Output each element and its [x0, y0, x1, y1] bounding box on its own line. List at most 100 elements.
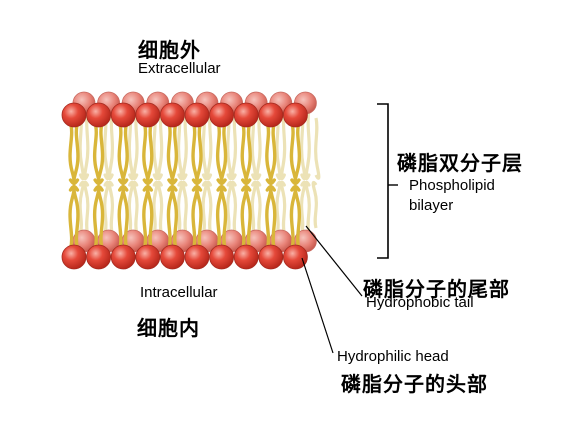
front-upper-head-2 [110, 102, 136, 128]
front-lower-head-8 [258, 244, 284, 270]
front-upper-head-8 [258, 102, 284, 128]
front-lower-head-3 [135, 244, 161, 270]
front-lower-tail-b-9 [293, 184, 302, 251]
back-upper-tail-a-4 [176, 109, 184, 181]
front-lower-tail-a-6 [215, 184, 224, 251]
head-chinese-label: 磷脂分子的头部 [341, 372, 488, 396]
front-lower-tail-a-7 [240, 184, 249, 251]
front-upper-tail-a-6 [215, 121, 224, 185]
front-lower-head-0 [61, 244, 87, 270]
front-lower-tail-b-2 [121, 184, 129, 251]
front-upper-head-9 [282, 102, 308, 128]
back-lower-tail-a-9 [299, 180, 307, 235]
bilayer-bracket [377, 103, 389, 259]
front-lower-tail-b-1 [96, 184, 105, 251]
back-upper-tail-b-4 [181, 109, 188, 181]
front-upper-head-3 [135, 102, 161, 128]
back-lower-tail-a-3 [152, 180, 159, 235]
front-lower-tail-b-0 [72, 184, 80, 251]
back-upper-tail-b-1 [107, 109, 115, 181]
front-upper-head-0 [61, 102, 87, 128]
leader-lines [301, 103, 398, 354]
front-lower-head-6 [209, 244, 235, 270]
extracellular-label: Extracellular [138, 60, 221, 77]
back-upper-tail-a-5 [201, 109, 208, 181]
front-lower-head-4 [159, 244, 185, 270]
front-layer-molecules [61, 102, 308, 270]
front-lower-head-5 [184, 244, 210, 270]
back-upper-tail-a-8 [275, 109, 282, 181]
front-upper-tail-a-5 [191, 121, 199, 185]
back-lower-tail-b-6 [230, 180, 238, 235]
back-upper-tail-b-6 [230, 109, 238, 181]
front-upper-tail-b-9 [293, 121, 302, 185]
back-upper-tail-a-7 [250, 109, 258, 181]
front-upper-head-6 [209, 102, 235, 128]
back-lower-tail-b-8 [279, 180, 287, 235]
head-leader-line [301, 257, 334, 354]
front-upper-tail-a-7 [240, 121, 249, 185]
front-upper-tail-a-2 [117, 121, 126, 185]
front-upper-head-4 [159, 102, 185, 128]
front-lower-tail-b-5 [195, 184, 203, 251]
back-lower-tail-a-1 [103, 180, 110, 235]
front-upper-tail-b-2 [121, 121, 129, 185]
front-lower-head-7 [233, 244, 259, 270]
edge-tail-upper [314, 117, 321, 180]
back-upper-tail-a-9 [299, 109, 307, 181]
extracellular-chinese-label: 细胞外 [138, 38, 201, 62]
back-lower-tail-a-4 [176, 180, 184, 235]
front-lower-tail-a-5 [191, 184, 199, 251]
front-upper-tail-a-1 [92, 121, 101, 185]
back-upper-tail-b-8 [279, 109, 287, 181]
back-lower-tail-b-1 [107, 180, 115, 235]
front-upper-tail-b-5 [195, 121, 203, 185]
edge-tail-lower [311, 180, 318, 229]
front-upper-tail-a-4 [166, 121, 175, 185]
front-upper-tail-a-0 [68, 121, 76, 185]
back-lower-tail-b-7 [255, 180, 262, 235]
front-lower-tail-b-7 [244, 184, 252, 251]
intracellular-label: Intracellular [140, 284, 218, 301]
back-lower-tail-b-5 [206, 180, 213, 235]
front-lower-tail-a-4 [166, 184, 175, 251]
front-lower-tail-a-3 [142, 184, 150, 251]
back-lower-tail-a-0 [78, 180, 85, 235]
back-upper-tail-b-9 [304, 109, 311, 181]
tail-chinese-label: 磷脂分子的尾部 [363, 277, 510, 301]
back-lower-tail-b-0 [83, 180, 90, 235]
front-lower-tail-a-0 [68, 184, 76, 251]
back-upper-tail-b-5 [206, 109, 213, 181]
front-upper-tail-b-6 [219, 121, 228, 185]
back-lower-tail-a-7 [250, 180, 258, 235]
back-upper-tail-a-0 [78, 109, 85, 181]
front-upper-tail-b-7 [244, 121, 252, 185]
front-upper-tail-b-0 [72, 121, 80, 185]
front-upper-head-7 [233, 102, 259, 128]
back-lower-tail-b-9 [304, 180, 311, 235]
back-lower-tail-b-3 [156, 180, 164, 235]
back-upper-tail-b-3 [156, 109, 164, 181]
front-lower-tail-a-9 [289, 184, 298, 251]
front-lower-tail-a-2 [117, 184, 126, 251]
front-upper-tail-b-1 [96, 121, 105, 185]
front-upper-tail-b-8 [268, 121, 277, 185]
back-upper-tail-a-6 [226, 109, 233, 181]
front-lower-head-2 [110, 244, 136, 270]
front-upper-tail-a-8 [265, 121, 273, 185]
head-label: Hydrophilic head [337, 348, 449, 365]
front-lower-tail-b-3 [145, 184, 154, 251]
back-upper-tail-b-0 [83, 109, 90, 181]
front-lower-head-1 [86, 244, 111, 270]
front-upper-head-1 [86, 102, 111, 128]
front-lower-tail-b-4 [170, 184, 179, 251]
front-lower-tail-a-8 [265, 184, 273, 251]
back-lower-tail-a-2 [127, 180, 135, 235]
front-lower-tail-a-1 [92, 184, 101, 251]
tail-leader-line [305, 225, 363, 297]
bilayer-label-line2: bilayer [409, 197, 454, 214]
front-lower-tail-b-6 [219, 184, 228, 251]
back-lower-tail-a-6 [226, 180, 233, 235]
back-upper-tail-a-2 [127, 109, 135, 181]
intracellular-chinese-label: 细胞内 [137, 316, 200, 340]
